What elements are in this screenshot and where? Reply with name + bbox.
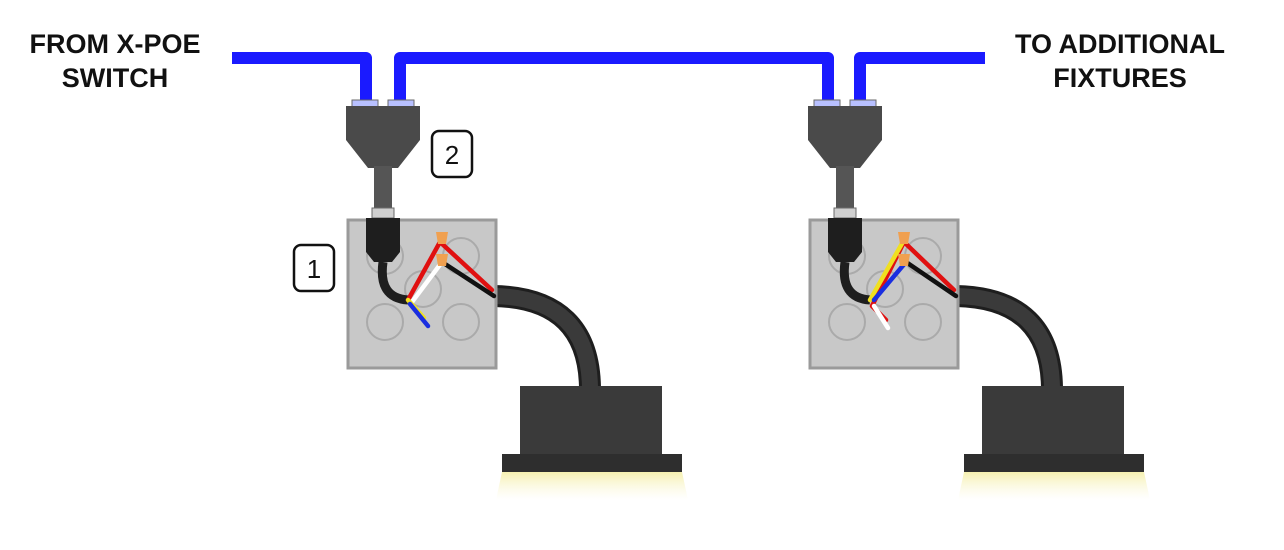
- callout-1: 1: [292, 243, 336, 293]
- fixture-assembly-1: [346, 99, 688, 500]
- wire-nut-2a: [898, 232, 910, 244]
- wire-white-2: [871, 303, 891, 331]
- splitter-plug-2: [833, 207, 857, 219]
- light-glow-2: [958, 472, 1150, 500]
- ethernet-cable-run: [232, 52, 985, 104]
- wire-yellow-2: [867, 237, 907, 303]
- wire-black-1: [439, 259, 497, 299]
- poe-splitter-2: [808, 99, 882, 219]
- power-connector-2: [828, 218, 871, 305]
- fixture-housing-1: [520, 386, 662, 456]
- knockout-2-4: [904, 303, 942, 341]
- fixture-assembly-2: [808, 99, 1150, 500]
- knockout-4: [442, 303, 480, 341]
- to-additional-fixtures-label: TO ADDITIONAL FIXTURES: [1002, 27, 1238, 95]
- ethernet-cable-from-switch: [232, 52, 372, 104]
- knockout-2-3: [828, 303, 866, 341]
- splitter-cable-2: [836, 166, 854, 210]
- callout-1-label: 1: [307, 254, 321, 284]
- to-label-line-1: TO ADDITIONAL: [1015, 29, 1225, 59]
- to-label-line-2: FIXTURES: [1053, 63, 1187, 93]
- wire-white-1: [409, 259, 445, 305]
- from-label-line-2: SWITCH: [61, 63, 169, 93]
- splitter-plug-1: [371, 207, 395, 219]
- poe-splitter-1: [346, 99, 420, 219]
- callout-2: 2: [430, 129, 474, 179]
- wire-nut-1a: [436, 232, 448, 244]
- callout-2-label: 2: [445, 140, 459, 170]
- knockout-3: [366, 303, 404, 341]
- downlight-fixture-2: [958, 386, 1150, 500]
- light-glow-1: [496, 472, 688, 500]
- downlight-fixture-1: [496, 386, 688, 500]
- wire-blue-1: [407, 301, 431, 329]
- wire-blue-2: [871, 259, 909, 303]
- wire-nut-1b: [436, 254, 448, 266]
- splitter-cable-1: [374, 166, 392, 210]
- fixture-trim-1: [502, 454, 682, 472]
- from-x-poe-switch-label: FROM X-POE SWITCH: [10, 27, 220, 95]
- from-label-line-1: FROM X-POE: [29, 29, 201, 59]
- wire-nut-2b: [898, 254, 910, 266]
- wire-black-2: [903, 259, 959, 299]
- fixture-trim-2: [964, 454, 1144, 472]
- ethernet-cable-to-additional: [854, 52, 985, 104]
- power-connector-1: [366, 218, 409, 305]
- ethernet-cable-between-fixtures: [394, 52, 834, 104]
- fixture-housing-2: [982, 386, 1124, 456]
